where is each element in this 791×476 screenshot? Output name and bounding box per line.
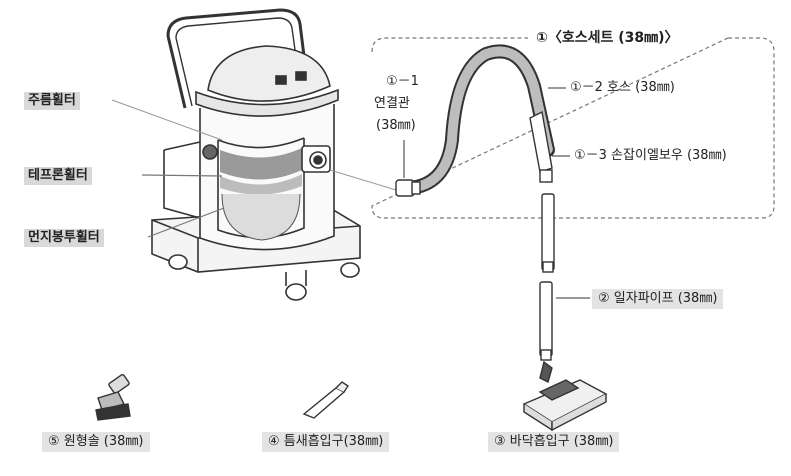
connector-icon — [395, 179, 421, 197]
label-straight-pipe: ② 일자파이프 (38㎜) — [592, 289, 724, 309]
label-hose-set: ①〈호스세트 (38㎜)〉 — [534, 30, 681, 46]
label-wrinkle-filter: 주름휠터 — [24, 92, 80, 110]
crevice-nozzle-icon — [302, 381, 349, 419]
label-connector-name: 연결관 — [374, 96, 410, 111]
label-dustbag-filter: 먼지봉투휠터 — [24, 229, 104, 247]
label-floor-nozzle: ③ 바닥흡입구 (38㎜) — [488, 432, 620, 452]
vacuum-body-icon — [151, 8, 361, 301]
round-brush-icon — [95, 374, 131, 421]
elbow-icon — [529, 110, 553, 183]
pipe-icon — [539, 193, 555, 361]
label-elbow: ①－3 손잡이엘보우 (38㎜) — [574, 148, 727, 163]
label-connector-size: (38㎜) — [376, 118, 416, 133]
hose-icon — [401, 44, 555, 195]
label-hose: ①－2 호스 (38㎜) — [570, 80, 675, 95]
label-round-brush: ⑤ 원형솔 (38㎜) — [42, 432, 150, 452]
floor-nozzle-icon — [522, 360, 608, 432]
label-connector-number: ①－1 — [386, 74, 419, 89]
label-teflon-filter: 테프론휠터 — [24, 167, 92, 185]
label-crevice-nozzle: ④ 틈새흡입구(38㎜) — [262, 432, 390, 452]
hose-set-frame — [371, 37, 775, 219]
